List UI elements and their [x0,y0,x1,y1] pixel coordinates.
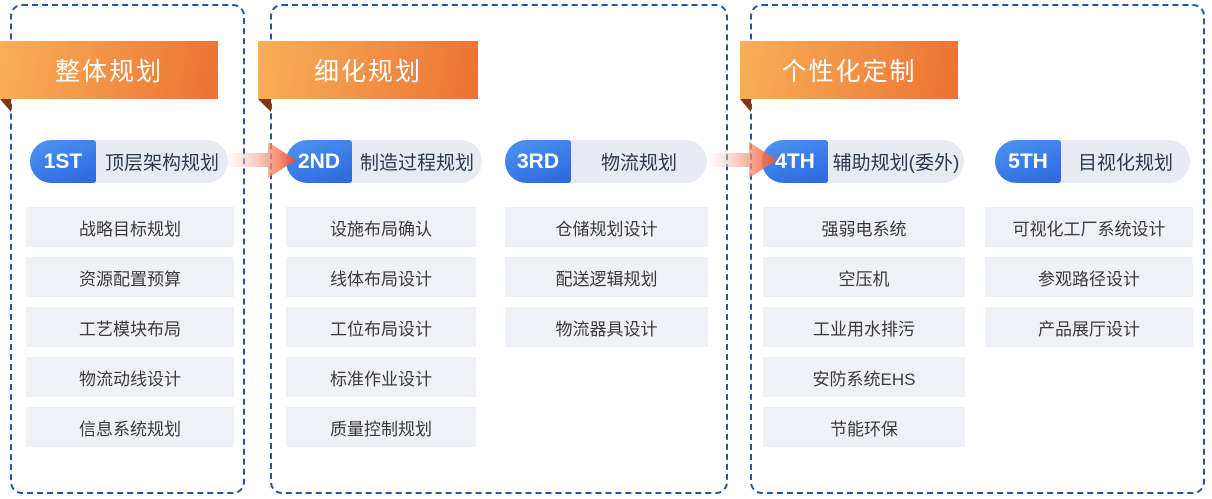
list-item: 设施布局确认 [286,207,476,247]
list-item: 资源配置预算 [26,257,234,297]
section-banner-detailed-planning: 细化规划 [258,41,478,99]
stage-label-3rd: 物流规划 [600,153,677,174]
list-item: 节能环保 [763,407,965,447]
list-item: 标准作业设计 [286,357,476,397]
stage-pill-4th: 4TH 辅助规划(委外) [762,140,964,183]
list-item: 工业用水排污 [763,307,965,347]
section-box-detailed-planning [270,4,728,494]
list-item: 空压机 [763,257,965,297]
stage-badge-1st: 1ST [30,140,96,183]
list-item: 物流动线设计 [26,357,234,397]
item-column-4th: 强弱电系统 空压机 工业用水排污 安防系统EHS 节能环保 [763,207,965,447]
section-box-overall-planning [10,4,245,494]
item-column-5th: 可视化工厂系统设计 参观路径设计 产品展厅设计 [985,207,1193,347]
list-item: 参观路径设计 [985,257,1193,297]
right-arrow-icon [228,142,296,178]
stage-badge-3rd: 3RD [505,140,571,183]
section-title: 细化规划 [313,58,422,86]
list-item: 工位布局设计 [286,307,476,347]
stage-pill-3rd: 3RD 物流规划 [505,140,707,183]
section-title: 整体规划 [54,58,163,86]
stage-label-4th: 辅助规划(委外) [832,153,960,174]
stage-badge-4th: 4TH [762,140,828,183]
list-item: 配送逻辑规划 [505,257,708,297]
stage-label-1st: 顶层架构规划 [104,153,219,174]
list-item: 物流器具设计 [505,307,708,347]
list-item: 强弱电系统 [763,207,965,247]
stage-label-5th: 目视化规划 [1077,153,1173,174]
list-item: 工艺模块布局 [26,307,234,347]
banner-fold [0,99,11,112]
list-item: 战略目标规划 [26,207,234,247]
section-title: 个性化定制 [781,58,917,86]
stage-badge-2nd: 2ND [286,140,352,183]
item-column-3rd: 仓储规划设计 配送逻辑规划 物流器具设计 [505,207,708,347]
list-item: 线体布局设计 [286,257,476,297]
banner-fold [740,99,751,112]
item-column-2nd: 设施布局确认 线体布局设计 工位布局设计 标准作业设计 质量控制规划 [286,207,476,447]
stage-badge-5th: 5TH [995,140,1061,183]
section-box-custom-planning [750,4,1205,494]
list-item: 产品展厅设计 [985,307,1193,347]
section-banner-custom-planning: 个性化定制 [740,41,958,99]
stage-pill-5th: 5TH 目视化规划 [995,140,1190,183]
stage-label-2nd: 制造过程规划 [359,153,474,174]
list-item: 可视化工厂系统设计 [985,207,1193,247]
right-arrow-icon [709,142,777,178]
section-banner-overall-planning: 整体规划 [0,41,218,99]
list-item: 信息系统规划 [26,407,234,447]
list-item: 仓储规划设计 [505,207,708,247]
list-item: 质量控制规划 [286,407,476,447]
stage-pill-1st: 1ST 顶层架构规划 [30,140,228,183]
list-item: 安防系统EHS [763,357,965,397]
stage-pill-2nd: 2ND 制造过程规划 [286,140,482,183]
item-column-1st: 战略目标规划 资源配置预算 工艺模块布局 物流动线设计 信息系统规划 [26,207,234,447]
